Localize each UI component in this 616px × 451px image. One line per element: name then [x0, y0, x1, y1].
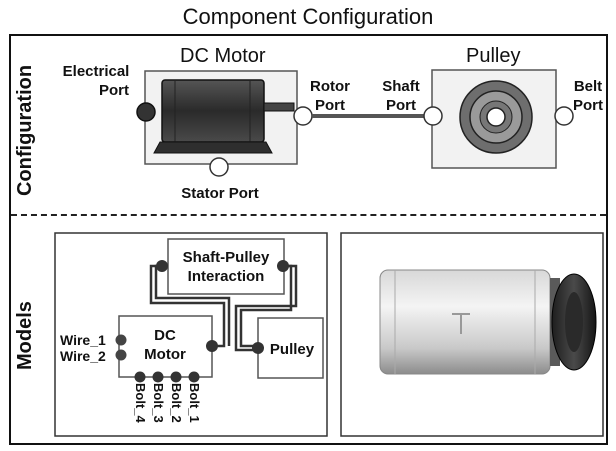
motor-label-line2: Motor: [144, 346, 186, 363]
bolt3-label: Bolt_3: [151, 383, 166, 423]
electrical-port-label-line1: Electrical: [62, 63, 130, 80]
rotor-port-label: Rotor Port: [300, 77, 360, 115]
motor-photo: [379, 269, 597, 375]
bolt1-label: Bolt_1: [187, 383, 202, 423]
electrical-port-label: Electrical Port: [46, 62, 146, 100]
figure-title: Component Configuration: [182, 4, 434, 29]
electrical-port-icon[interactable]: [136, 102, 156, 122]
pulley-model-block: [257, 317, 324, 379]
interaction-label-line2: Interaction: [187, 268, 265, 285]
motor-rotor-port-icon[interactable]: [206, 340, 218, 352]
pulley-icon: [459, 80, 533, 154]
interaction-label-line1: Shaft-Pulley: [182, 249, 270, 266]
bolt2-port-icon[interactable]: [170, 371, 182, 383]
rotor-port-label-line2: Port: [315, 97, 345, 114]
pulley-block-label: Pulley: [269, 341, 315, 358]
bolt4-port-icon[interactable]: [134, 371, 146, 383]
bolt4-label: Bolt_4: [133, 383, 148, 423]
section-divider: [11, 214, 606, 216]
outer-frame: [9, 34, 608, 445]
shaft-port-label: Shaft Port: [373, 77, 429, 115]
bolt1-port-icon[interactable]: [188, 371, 200, 383]
dc-motor-title: DC Motor: [180, 45, 266, 67]
shaft-port-icon[interactable]: [423, 106, 443, 126]
belt-port-label-line1: Belt: [573, 78, 603, 95]
wire2-label: Wire_2: [60, 348, 106, 364]
interaction-block-label: Shaft-Pulley Interaction: [168, 248, 284, 286]
bolt3-port-icon[interactable]: [152, 371, 164, 383]
electrical-port-label-line2: Port: [99, 82, 129, 99]
bolt2-label: Bolt_2: [169, 383, 184, 423]
stator-port-icon[interactable]: [209, 157, 229, 177]
belt-port-icon[interactable]: [554, 106, 574, 126]
pulley-shaft-port-icon[interactable]: [252, 342, 264, 354]
pulley-title: Pulley: [466, 45, 521, 67]
rotor-port-label-line1: Rotor: [310, 78, 350, 95]
interaction-block: [167, 238, 285, 295]
interaction-left-port-icon[interactable]: [156, 260, 168, 272]
dc-motor-icon: [153, 79, 295, 154]
motor-label-line1: DC: [154, 327, 176, 344]
interaction-right-port-icon[interactable]: [277, 260, 289, 272]
belt-port-label: Belt Port: [566, 77, 610, 115]
wire1-label: Wire_1: [60, 332, 106, 348]
wire2-port-icon[interactable]: [115, 349, 127, 361]
wire1-port-icon[interactable]: [115, 334, 127, 346]
stator-port-label: Stator Port: [181, 185, 259, 202]
belt-port-label-line2: Port: [573, 97, 603, 114]
shaft-port-label-line2: Port: [386, 97, 416, 114]
motor-block-label: DC Motor: [130, 326, 200, 364]
motor-model-block: [118, 315, 213, 378]
shaft-port-label-line1: Shaft: [382, 78, 420, 95]
